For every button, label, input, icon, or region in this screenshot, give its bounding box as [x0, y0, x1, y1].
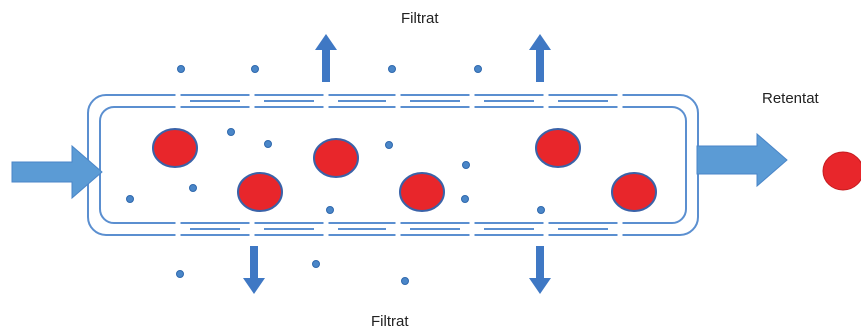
small-particle — [264, 140, 272, 148]
membrane-dashes — [190, 100, 608, 230]
large-particles — [152, 128, 861, 212]
filtrate-label-top: Filtrat — [401, 10, 439, 27]
filtrate-label-bottom: Filtrat — [371, 313, 409, 330]
small-particle — [462, 161, 470, 169]
retentate-particle — [822, 151, 861, 191]
large-particle — [611, 172, 657, 212]
small-particle — [189, 184, 197, 192]
filtrate-down-arrow — [243, 246, 265, 294]
small-particle — [461, 195, 469, 203]
feed-arrow — [11, 144, 103, 200]
small-particle — [176, 270, 184, 278]
small-particle — [401, 277, 409, 285]
large-particle — [237, 172, 283, 212]
filtrate-down-arrow — [529, 246, 551, 294]
small-particle — [326, 206, 334, 214]
small-particle — [312, 260, 320, 268]
large-particle — [399, 172, 445, 212]
membrane-pores — [175, 92, 623, 238]
filtrate-up-arrow — [529, 34, 551, 82]
small-particle — [227, 128, 235, 136]
filtrate-up-arrow — [315, 34, 337, 82]
small-particle — [385, 141, 393, 149]
small-particle — [177, 65, 185, 73]
small-particles — [126, 65, 545, 285]
membrane-inner-wall — [99, 106, 687, 224]
small-particle — [251, 65, 259, 73]
large-particle — [313, 138, 359, 178]
small-particle — [126, 195, 134, 203]
small-particle — [388, 65, 396, 73]
small-particle — [474, 65, 482, 73]
small-particle — [537, 206, 545, 214]
large-particle — [152, 128, 198, 168]
retentate-arrow — [696, 132, 788, 188]
retentate-label: Retentat — [762, 90, 819, 107]
large-particle — [535, 128, 581, 168]
